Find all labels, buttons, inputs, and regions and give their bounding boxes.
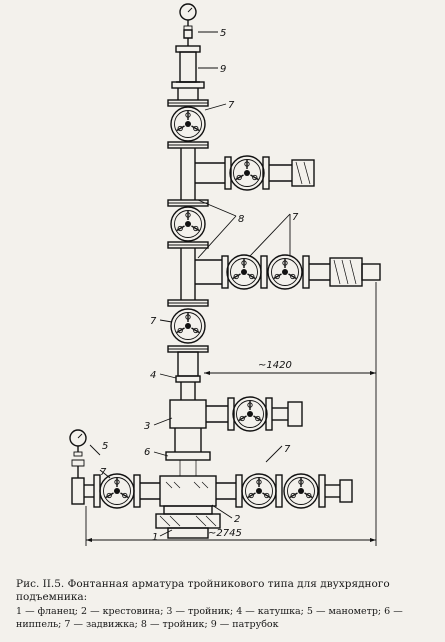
callout-labels: 5 9 7 8 7 7 4 3 5 6 7 2 1 7 ~1420 ~2745	[100, 28, 299, 543]
left-branch	[69, 429, 160, 509]
mid-valve-wheel-icon	[170, 206, 206, 242]
callout-7-left: 7	[100, 467, 107, 478]
tee-right-valve-wheel-icon	[232, 396, 268, 432]
lower-valve-wheel-icon	[170, 308, 206, 344]
callout-7-mid: 7	[292, 212, 299, 223]
left-pressure-gauge-icon	[69, 429, 87, 457]
callout-7-bottom: 7	[284, 444, 291, 455]
dimension-2745: ~2745	[208, 528, 242, 539]
cross-right-valve-wheel-b-icon	[283, 473, 319, 509]
mid-right-valve-wheel-b-icon	[267, 254, 303, 290]
mid-right-valve-wheel-a-icon	[226, 254, 262, 290]
callout-1: 1	[152, 532, 158, 543]
top-valve-wheel-icon	[170, 106, 206, 142]
callout-5-top: 5	[220, 28, 226, 39]
callout-2: 2	[234, 514, 240, 525]
leader-lines	[89, 31, 291, 537]
callout-6: 6	[144, 447, 150, 458]
top-pressure-gauge-icon	[179, 3, 197, 31]
callout-8: 8	[238, 214, 244, 225]
christmas-tree-drawing: 5 9 7 8 7 7 4 3 5 6 7 2 1 7 ~1420 ~2745	[69, 3, 381, 546]
upper-right-valve-wheel-icon	[229, 155, 265, 191]
figure-caption-legend: 1 — фланец; 2 — крестовина; 3 — тройник;…	[16, 606, 403, 630]
right-branches	[216, 155, 381, 509]
left-valve-wheel-icon	[99, 473, 135, 509]
main-column	[155, 3, 228, 539]
callout-9: 9	[220, 64, 226, 75]
callout-7-lower: 7	[150, 316, 157, 327]
figure-caption-title: Рис. II.5. Фонтанная арматура тройниково…	[16, 578, 390, 603]
callout-5-left: 5	[102, 441, 108, 452]
callout-4: 4	[150, 370, 156, 381]
dimension-1420: ~1420	[258, 360, 292, 371]
callout-7-top: 7	[228, 100, 235, 111]
dimension-lines	[85, 282, 377, 546]
callout-3: 3	[144, 421, 150, 432]
cross-right-valve-wheel-a-icon	[241, 473, 277, 509]
